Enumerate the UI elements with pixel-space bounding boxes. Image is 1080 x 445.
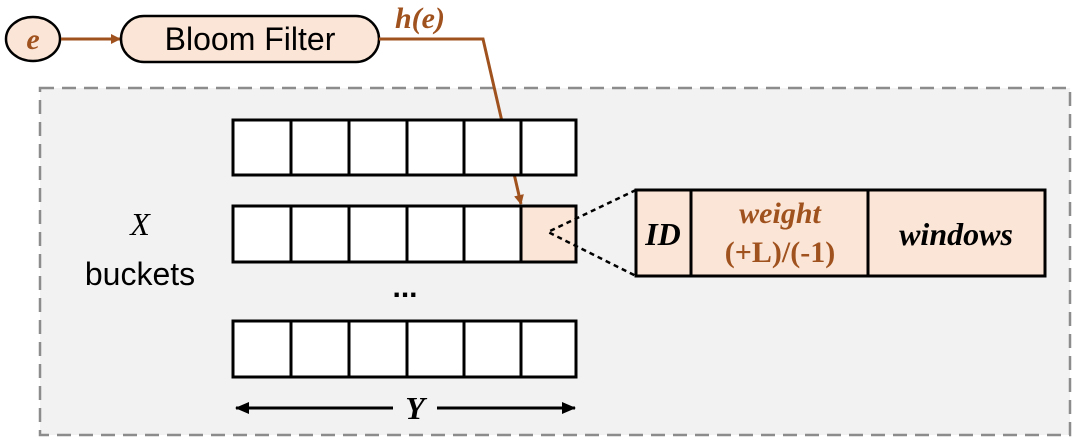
rows-count-var: X xyxy=(128,206,151,242)
bucket-cell-highlighted xyxy=(519,204,578,264)
bucket-row-2 xyxy=(231,204,578,264)
element-label: e xyxy=(26,23,39,56)
bucket-cell xyxy=(519,118,578,177)
bucket-row-1 xyxy=(231,118,578,177)
cell-windows-label: windows xyxy=(899,216,1013,252)
bucket-cell xyxy=(462,118,523,177)
cols-count-var: Y xyxy=(405,390,427,426)
bucket-cell xyxy=(347,319,409,379)
hash-label: h(e) xyxy=(395,2,445,35)
bucket-cell xyxy=(405,204,466,264)
bucket-cell xyxy=(289,118,351,177)
bucket-cell xyxy=(289,204,351,264)
zoom-connector xyxy=(545,188,637,278)
bucket-cell xyxy=(405,118,466,177)
cell-weight-update: (+L)/(-1) xyxy=(725,236,835,269)
bucket-row-3 xyxy=(231,319,578,379)
bucket-cell xyxy=(231,319,293,379)
bucket-cell xyxy=(231,118,293,177)
bucket-cell xyxy=(462,204,523,264)
bloom-filter-label: Bloom Filter xyxy=(165,21,336,57)
cell-detail: ID weight (+L)/(-1) windows xyxy=(634,188,1047,278)
cell-id-label: ID xyxy=(644,216,681,252)
rows-count-word: buckets xyxy=(85,256,195,292)
bucket-cell xyxy=(347,204,409,264)
element-node: e xyxy=(4,15,62,63)
bloom-filter-node: Bloom Filter xyxy=(119,14,381,64)
bucket-cell xyxy=(231,204,293,264)
cell-weight-label: weight xyxy=(739,197,822,230)
rows-ellipsis: ... xyxy=(392,271,417,304)
bucket-cell xyxy=(462,319,523,379)
bucket-cell xyxy=(347,118,409,177)
bucket-cell xyxy=(289,319,351,379)
bucket-cell xyxy=(519,319,578,379)
bucket-cell xyxy=(405,319,466,379)
